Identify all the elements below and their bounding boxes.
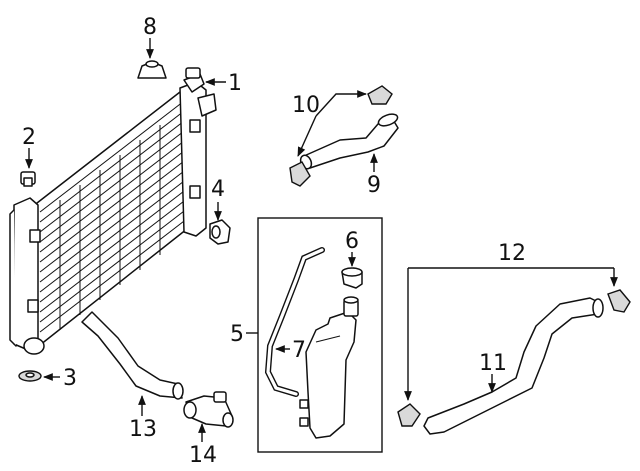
callout-3: 3 bbox=[63, 366, 77, 391]
callout-1: 1 bbox=[228, 71, 242, 96]
callout-11: 11 bbox=[479, 351, 507, 376]
radiator-outlet-hose[interactable] bbox=[81, 311, 184, 400]
upper-hose[interactable] bbox=[299, 112, 400, 171]
lower-hose-clamps[interactable] bbox=[397, 289, 631, 427]
callout-8: 8 bbox=[143, 15, 157, 40]
callout-7: 7 bbox=[292, 338, 306, 363]
reservoir-cap[interactable] bbox=[341, 267, 363, 289]
reservoir-assembly[interactable] bbox=[257, 217, 383, 453]
drain-plug[interactable] bbox=[20, 171, 36, 187]
water-outlet[interactable] bbox=[183, 391, 234, 428]
callout-6: 6 bbox=[345, 229, 359, 254]
callout-4: 4 bbox=[211, 177, 225, 202]
upper-hose-clamps[interactable] bbox=[289, 85, 393, 187]
callout-labels: 1 2 3 4 5 6 7 8 9 10 11 12 13 14 bbox=[22, 15, 526, 468]
clamp-bracket[interactable] bbox=[209, 219, 231, 245]
radiator-cap[interactable] bbox=[137, 60, 167, 79]
callout-14: 14 bbox=[189, 443, 217, 468]
callout-5: 5 bbox=[230, 322, 244, 347]
lower-hose[interactable] bbox=[423, 297, 604, 435]
callout-9: 9 bbox=[367, 173, 381, 198]
reservoir-tank[interactable] bbox=[299, 296, 359, 439]
washer[interactable] bbox=[18, 370, 42, 382]
callout-10: 10 bbox=[292, 93, 320, 118]
radiator[interactable] bbox=[9, 67, 217, 355]
callout-12: 12 bbox=[498, 241, 526, 266]
overflow-hose[interactable] bbox=[264, 247, 325, 397]
callout-13: 13 bbox=[129, 417, 157, 442]
callout-2: 2 bbox=[22, 125, 36, 150]
leader-lines bbox=[25, 38, 618, 442]
